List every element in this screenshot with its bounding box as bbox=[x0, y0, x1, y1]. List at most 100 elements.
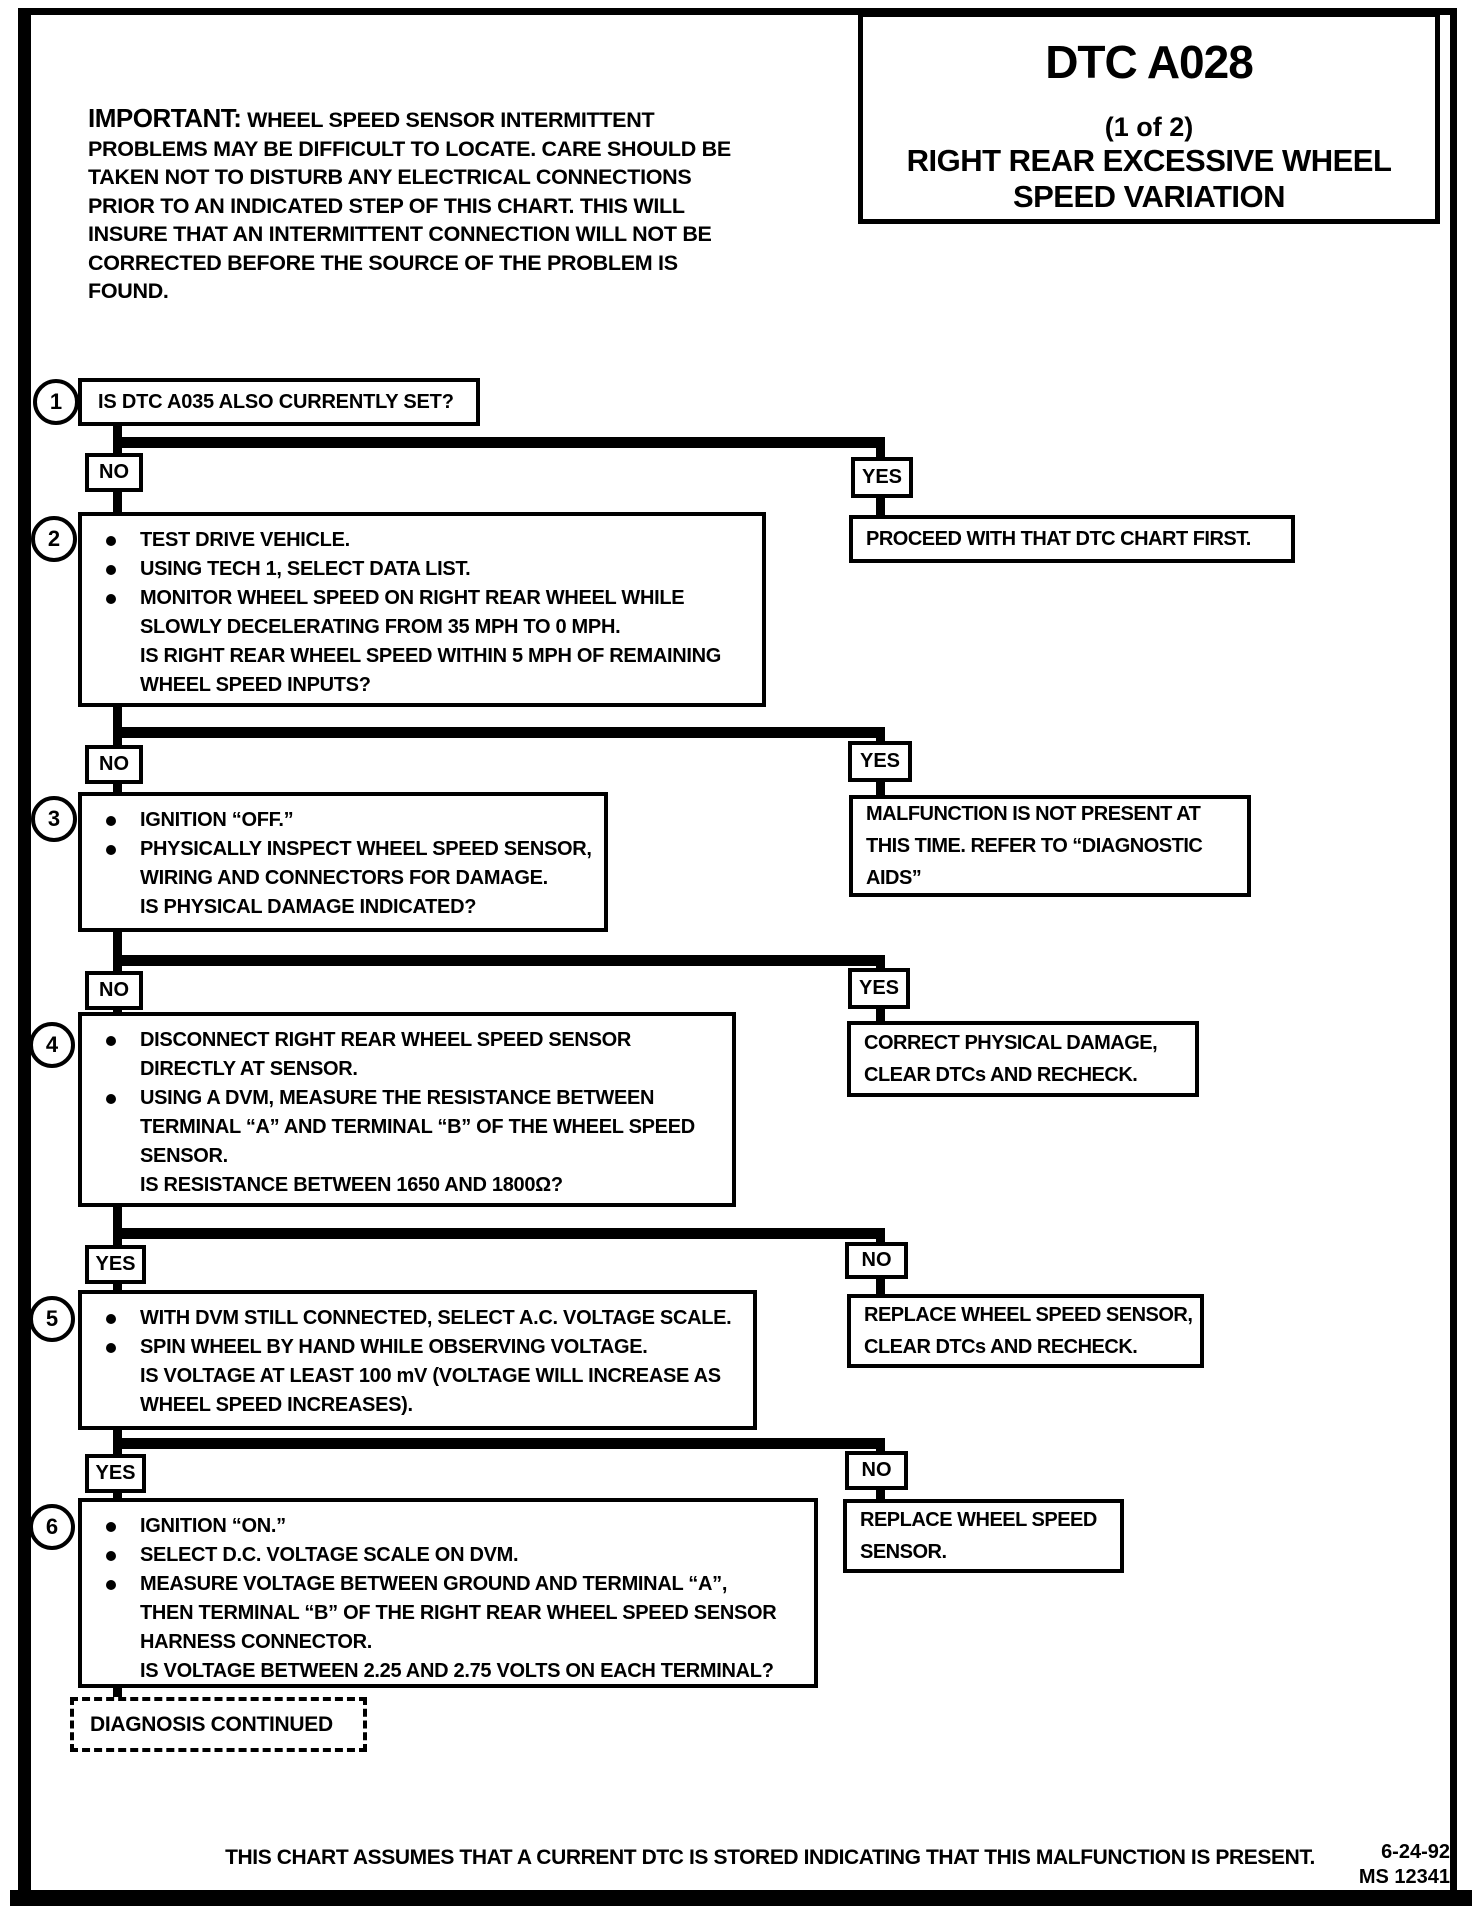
result-line: CORRECT PHYSICAL DAMAGE, bbox=[864, 1032, 1158, 1054]
step-6-box: IGNITION “ON.” SELECT D.C. VOLTAGE SCALE… bbox=[78, 1498, 818, 1688]
step-number-label: 5 bbox=[45, 1306, 59, 1331]
title-part-indicator: (1 of 2) bbox=[1104, 112, 1194, 142]
step-3-line: WIRING AND CONNECTORS FOR DAMAGE. bbox=[140, 867, 548, 889]
step-number-label: 2 bbox=[47, 526, 61, 551]
step-4-line: TERMINAL “A” AND TERMINAL “B” OF THE WHE… bbox=[140, 1116, 695, 1138]
title-dtc-name: RIGHT REAR EXCESSIVE WHEEL SPEED VARIATI… bbox=[906, 143, 1392, 214]
step-6-line: SELECT D.C. VOLTAGE SCALE ON DVM. bbox=[82, 1541, 814, 1570]
step-3-box: IGNITION “OFF.” PHYSICALLY INSPECT WHEEL… bbox=[78, 792, 608, 932]
step-5-line: WHEEL SPEED INCREASES). bbox=[140, 1394, 413, 1416]
branch-label: NO bbox=[99, 753, 129, 775]
footer-date-block: 6-24-92 MS 12341 bbox=[1340, 1840, 1450, 1890]
connector-bar bbox=[113, 1228, 885, 1239]
branch-label: NO bbox=[99, 461, 129, 483]
step-2-line: TEST DRIVE VEHICLE. bbox=[82, 526, 762, 555]
footer-note: THIS CHART ASSUMES THAT A CURRENT DTC IS… bbox=[225, 1846, 1315, 1869]
diagnosis-continued-box: DIAGNOSIS CONTINUED bbox=[70, 1697, 367, 1752]
step-5-yes-label: YES bbox=[85, 1454, 146, 1493]
step-1-number: 1 bbox=[33, 379, 79, 425]
step-number-label: 1 bbox=[49, 389, 63, 414]
step-3-no-label: NO bbox=[85, 971, 143, 1010]
diagnosis-continued-label: DIAGNOSIS CONTINUED bbox=[90, 1712, 333, 1736]
step-4-yes-label: YES bbox=[85, 1245, 146, 1284]
step-number-label: 6 bbox=[45, 1514, 59, 1539]
step-2-no-label: NO bbox=[85, 745, 143, 784]
connector-bar bbox=[113, 727, 885, 738]
step-5-line: WITH DVM STILL CONNECTED, SELECT A.C. VO… bbox=[82, 1304, 753, 1333]
step-2-box: TEST DRIVE VEHICLE. USING TECH 1, SELECT… bbox=[78, 512, 766, 707]
branch-label: YES bbox=[95, 1253, 136, 1275]
step-3-number: 3 bbox=[31, 796, 77, 842]
step-4-no-label: NO bbox=[845, 1242, 908, 1279]
branch-label: YES bbox=[858, 977, 900, 999]
result-line: SENSOR. bbox=[860, 1541, 947, 1563]
step-1-question: IS DTC A035 ALSO CURRENTLY SET? bbox=[98, 390, 454, 413]
result-line: AIDS” bbox=[866, 867, 922, 889]
step-6-line: THEN TERMINAL “B” OF THE RIGHT REAR WHEE… bbox=[140, 1602, 777, 1624]
step-number-label: 4 bbox=[45, 1032, 59, 1057]
step-2-yes-result: MALFUNCTION IS NOT PRESENT AT THIS TIME.… bbox=[849, 795, 1251, 897]
result-line: REPLACE WHEEL SPEED SENSOR, bbox=[864, 1304, 1193, 1326]
branch-label: YES bbox=[861, 466, 903, 488]
step-3-line: IGNITION “OFF.” bbox=[82, 806, 604, 835]
connector-bar bbox=[113, 955, 885, 966]
step-4-no-result: REPLACE WHEEL SPEED SENSOR, CLEAR DTCs A… bbox=[847, 1294, 1204, 1368]
result-line: CLEAR DTCs AND RECHECK. bbox=[864, 1336, 1138, 1358]
important-note: IMPORTANT: WHEEL SPEED SENSOR INTERMITTE… bbox=[88, 104, 756, 306]
step-5-no-result: REPLACE WHEEL SPEED SENSOR. bbox=[843, 1499, 1124, 1573]
step-4-line: USING A DVM, MEASURE THE RESISTANCE BETW… bbox=[82, 1084, 732, 1113]
branch-label: NO bbox=[99, 979, 129, 1001]
step-2-yes-label: YES bbox=[848, 741, 912, 782]
result-line: THIS TIME. REFER TO “DIAGNOSTIC bbox=[866, 835, 1203, 857]
step-5-box: WITH DVM STILL CONNECTED, SELECT A.C. VO… bbox=[78, 1290, 757, 1430]
step-3-yes-result: CORRECT PHYSICAL DAMAGE, CLEAR DTCs AND … bbox=[847, 1021, 1199, 1097]
footer-date: 6-24-92 bbox=[1381, 1841, 1450, 1863]
step-1-yes-result: PROCEED WITH THAT DTC CHART FIRST. bbox=[849, 515, 1295, 563]
important-label: IMPORTANT: bbox=[88, 103, 242, 133]
step-6-line: IGNITION “ON.” bbox=[82, 1512, 814, 1541]
page-border-left bbox=[18, 8, 31, 1904]
result-line: CLEAR DTCs AND RECHECK. bbox=[864, 1064, 1138, 1086]
page-border-right bbox=[1450, 8, 1457, 1898]
branch-label: NO bbox=[861, 1249, 892, 1271]
result-line: PROCEED WITH THAT DTC CHART FIRST. bbox=[866, 528, 1251, 550]
step-6-line: IS VOLTAGE BETWEEN 2.25 AND 2.75 VOLTS O… bbox=[140, 1660, 774, 1682]
step-6-line: HARNESS CONNECTOR. bbox=[140, 1631, 373, 1653]
footer-doc-id: MS 12341 bbox=[1358, 1866, 1450, 1888]
title-box: DTC A028 (1 of 2) RIGHT REAR EXCESSIVE W… bbox=[858, 12, 1440, 224]
step-4-line: DIRECTLY AT SENSOR. bbox=[140, 1058, 358, 1080]
step-4-line: DISCONNECT RIGHT REAR WHEEL SPEED SENSOR bbox=[82, 1026, 732, 1055]
step-3-line: IS PHYSICAL DAMAGE INDICATED? bbox=[140, 896, 477, 918]
step-5-number: 5 bbox=[29, 1296, 75, 1342]
page-border-bottom bbox=[10, 1890, 1472, 1906]
page-border-top bbox=[18, 8, 1456, 15]
step-2-number: 2 bbox=[31, 516, 77, 562]
connector-bar bbox=[113, 1438, 885, 1449]
step-1-no-label: NO bbox=[85, 453, 143, 492]
step-number-label: 3 bbox=[47, 806, 61, 831]
title-dtc-code: DTC A028 bbox=[1045, 36, 1254, 88]
step-2-line: IS RIGHT REAR WHEEL SPEED WITHIN 5 MPH O… bbox=[140, 645, 722, 667]
branch-label: YES bbox=[859, 750, 901, 772]
step-4-line: IS RESISTANCE BETWEEN 1650 AND 1800Ω? bbox=[140, 1174, 563, 1196]
step-2-line: WHEEL SPEED INPUTS? bbox=[140, 674, 371, 696]
result-line: MALFUNCTION IS NOT PRESENT AT bbox=[866, 803, 1201, 825]
step-5-line: IS VOLTAGE AT LEAST 100 mV (VOLTAGE WILL… bbox=[140, 1365, 721, 1387]
connector-bar bbox=[113, 437, 885, 448]
result-line: REPLACE WHEEL SPEED bbox=[860, 1509, 1097, 1531]
step-4-line: SENSOR. bbox=[140, 1145, 228, 1167]
step-2-line: MONITOR WHEEL SPEED ON RIGHT REAR WHEEL … bbox=[82, 584, 762, 613]
step-2-line: SLOWLY DECELERATING FROM 35 MPH TO 0 MPH… bbox=[140, 616, 621, 638]
step-1-yes-label: YES bbox=[851, 457, 913, 498]
step-3-line: PHYSICALLY INSPECT WHEEL SPEED SENSOR, bbox=[82, 835, 604, 864]
step-6-number: 6 bbox=[29, 1504, 75, 1550]
branch-label: NO bbox=[861, 1459, 892, 1481]
connector-line bbox=[113, 1688, 122, 1702]
step-6-line: MEASURE VOLTAGE BETWEEN GROUND AND TERMI… bbox=[82, 1570, 814, 1599]
step-5-line: SPIN WHEEL BY HAND WHILE OBSERVING VOLTA… bbox=[82, 1333, 753, 1362]
step-4-box: DISCONNECT RIGHT REAR WHEEL SPEED SENSOR… bbox=[78, 1012, 736, 1207]
step-4-number: 4 bbox=[29, 1022, 75, 1068]
step-2-line: USING TECH 1, SELECT DATA LIST. bbox=[82, 555, 762, 584]
branch-label: YES bbox=[95, 1462, 136, 1484]
